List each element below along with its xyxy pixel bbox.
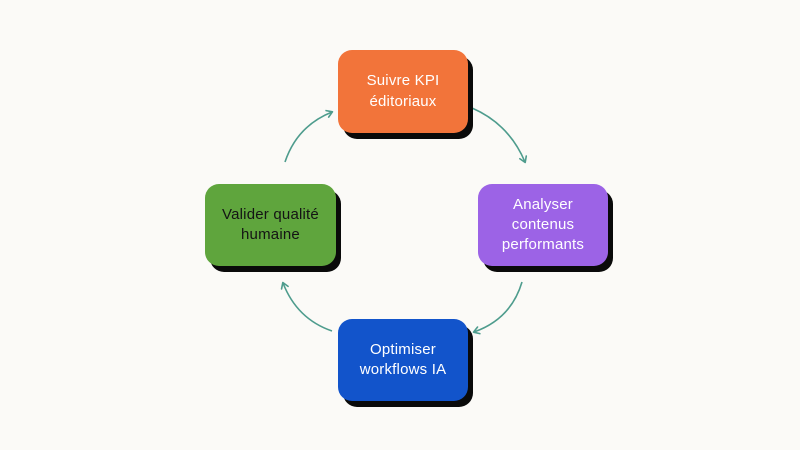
node-label-analyser-contenus: Analyser contenus performants [501,195,585,254]
arrow-top-to-right-icon [471,107,528,164]
arrow-left-to-top-icon [284,109,334,163]
arrow-right-to-bottom-icon [472,281,523,335]
node-suivre-kpi: Suivre KPI éditoriaux [338,50,468,133]
node-analyser-contenus: Analyser contenus performants [478,184,608,266]
node-optimiser-workflows: Optimiser workflows IA [338,319,468,401]
node-label-suivre-kpi: Suivre KPI éditoriaux [366,72,440,110]
node-label-valider-qualite: Valider qualité humaine [222,205,319,243]
arrow-bottom-to-left-icon [280,281,333,332]
node-valider-qualite: Valider qualité humaine [205,184,336,266]
node-label-optimiser-workflows: Optimiser workflows IA [359,340,447,378]
